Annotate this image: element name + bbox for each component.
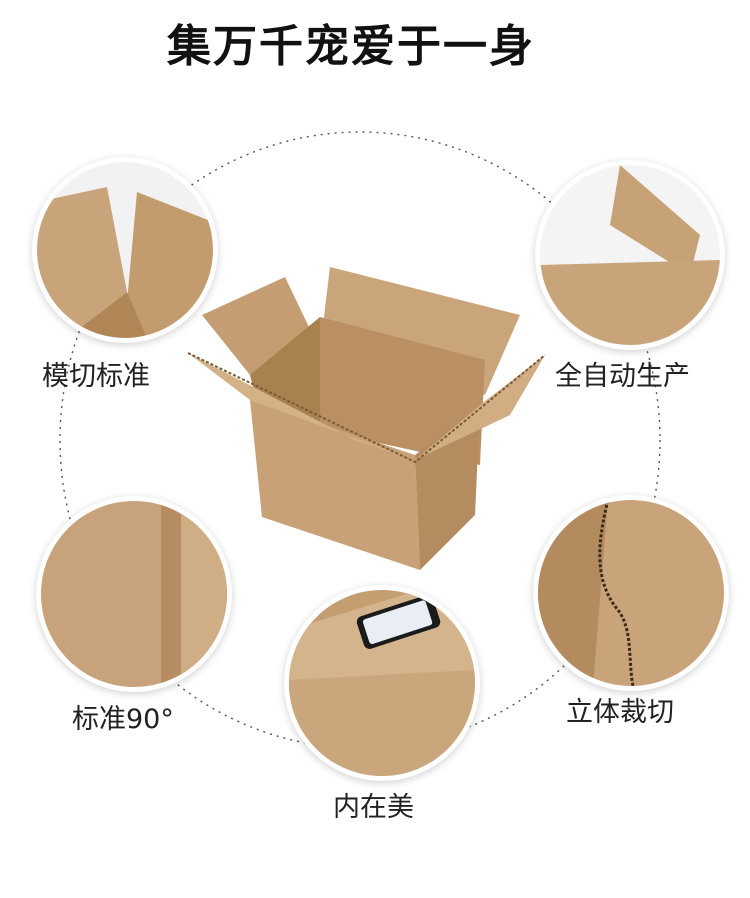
right-angle-detail-image: [36, 496, 232, 692]
feature-label: 标准90°: [72, 704, 174, 735]
inner-beauty-detail-image: [284, 585, 480, 781]
die-cut-detail-image: [32, 157, 218, 343]
open-carton-box-image: [180, 255, 560, 585]
auto-production-detail-image: [535, 160, 725, 350]
feature-label: 立体裁切: [566, 697, 674, 728]
page-title: 集万千宠爱于一身: [167, 21, 535, 72]
feature-label: 模切标准: [42, 361, 150, 392]
feature-label: 内在美: [333, 792, 414, 823]
3d-cutting-detail-image: [533, 495, 729, 691]
feature-label: 全自动生产: [555, 361, 690, 392]
